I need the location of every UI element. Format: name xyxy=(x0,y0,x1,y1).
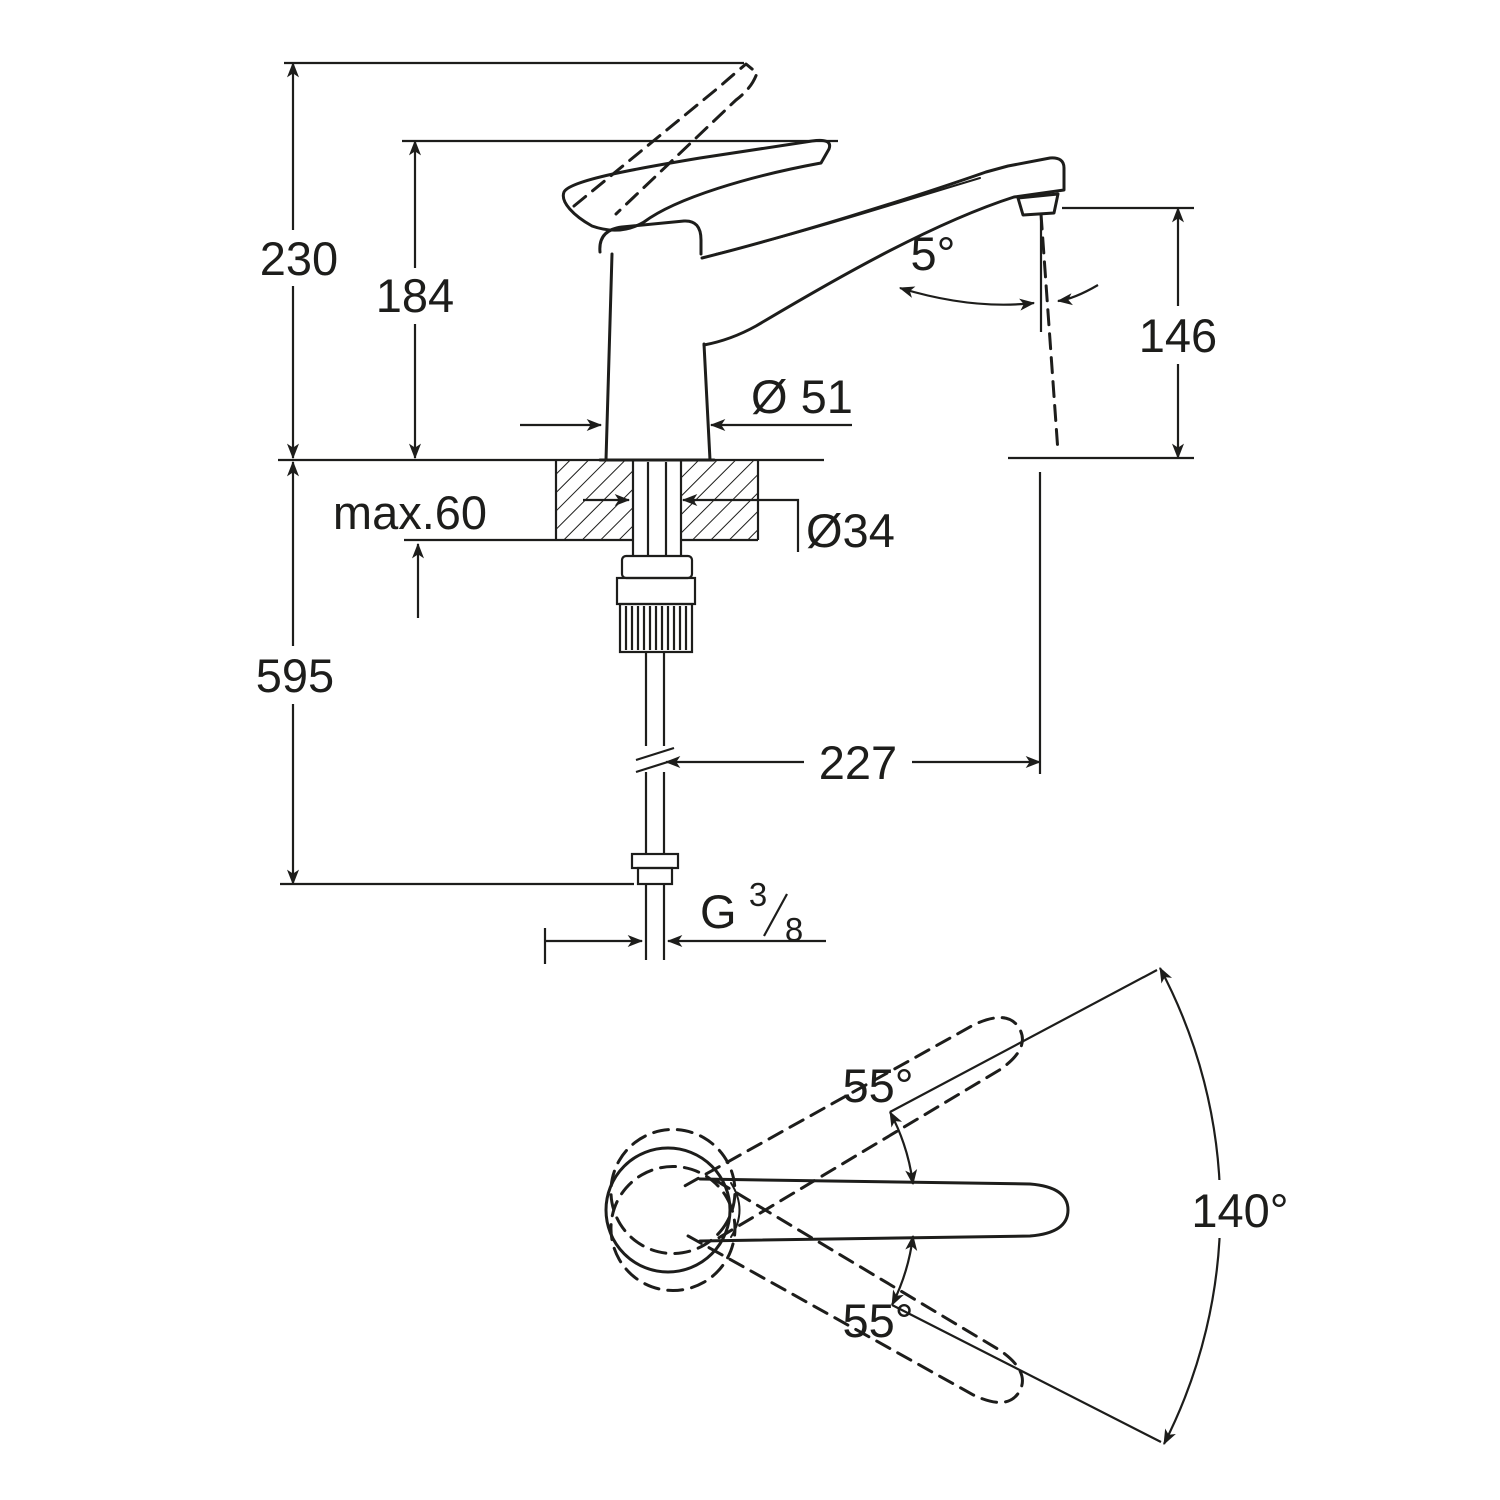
dimension-swing-down: 55° xyxy=(842,1234,918,1347)
dim-5deg-label: 5° xyxy=(911,227,956,280)
top-view: 55° 55° 140° xyxy=(604,967,1316,1445)
dim-230-label: 230 xyxy=(260,232,338,285)
handle-plan-rotated-up xyxy=(609,1016,1024,1292)
dim-140-label: 140° xyxy=(1191,1184,1288,1237)
dimension-base-diameter: Ø 51 xyxy=(520,370,853,432)
faucet-outline xyxy=(561,62,1066,462)
fraction-slash xyxy=(763,893,788,937)
dim-55up-label: 55° xyxy=(842,1059,913,1112)
dim-55down-label: 55° xyxy=(842,1294,913,1347)
dimension-max-deck-thickness: max.60 xyxy=(333,486,556,618)
dim-max60-label: max.60 xyxy=(333,486,487,539)
cartridge-cap xyxy=(598,219,703,256)
handle-lever xyxy=(561,138,832,232)
dimension-shank-diameter: Ø34 xyxy=(583,493,895,557)
dimension-spout-reach: 227 xyxy=(664,472,1042,790)
handle-plan-rotated-down xyxy=(609,1128,1024,1404)
mounting-nut xyxy=(615,576,697,606)
dimension-spout-height: 146 xyxy=(1008,206,1238,460)
mounting-washer xyxy=(620,554,694,580)
dim-227-label: 227 xyxy=(819,736,897,789)
thread-hatching xyxy=(624,606,688,650)
water-stream-dashed xyxy=(1039,212,1060,454)
dim-d51-label: Ø 51 xyxy=(751,370,853,423)
body-column xyxy=(598,252,716,462)
thread-letter-label: G xyxy=(700,885,737,938)
spout-inner-line xyxy=(715,177,981,255)
dimension-thread-size: G 3 8 xyxy=(543,876,826,964)
dimension-stream-angle: 5° xyxy=(898,212,1099,454)
dimension-swing-up: 55° xyxy=(842,1059,918,1186)
hose-connector xyxy=(636,866,674,886)
dim-146-label: 146 xyxy=(1139,309,1217,362)
dimension-swing-total: 140° xyxy=(1159,967,1316,1445)
thread-numerator-label: 3 xyxy=(749,876,767,913)
thread-denominator-label: 8 xyxy=(785,911,803,948)
handle-raised-dashed xyxy=(572,62,759,216)
dim-595-label: 595 xyxy=(256,649,334,702)
side-view: 230 184 146 595 max.60 xyxy=(238,61,1238,964)
swing-radial-lines xyxy=(889,969,1162,1443)
aerator xyxy=(1016,192,1060,217)
dimension-below-deck-length: 595 xyxy=(238,460,634,886)
dim-d34-label: Ø34 xyxy=(806,504,895,557)
handle-lever-plan xyxy=(698,1177,1070,1243)
supply-pipe xyxy=(630,652,680,960)
threaded-shank xyxy=(618,602,694,654)
dimension-overall-height: 230 xyxy=(243,61,744,460)
dimension-handle-height: 184 xyxy=(359,139,838,460)
dim-184-label: 184 xyxy=(376,269,454,322)
handle-cap xyxy=(604,1146,732,1274)
spout xyxy=(700,156,1066,347)
hose-connector-nut xyxy=(630,852,680,870)
shank-assembly xyxy=(615,460,697,654)
